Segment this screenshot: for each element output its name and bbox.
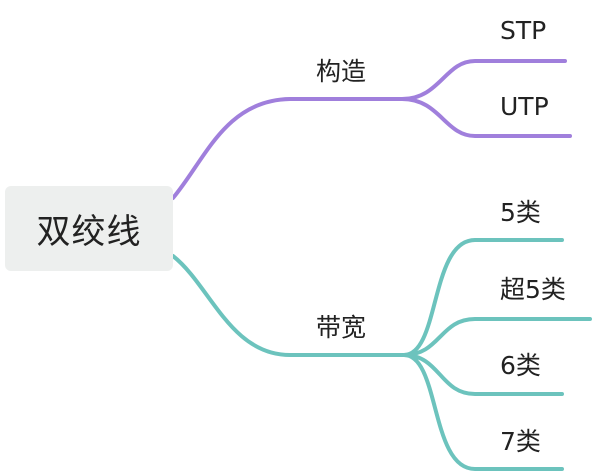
branch-label-structure[interactable]: 构造 (316, 57, 367, 86)
root-node-label: 双绞线 (36, 212, 142, 252)
branch-label-bandwidth[interactable]: 带宽 (316, 313, 367, 342)
connector-bandwidth-to-cat6 (402, 353, 564, 396)
root-node[interactable]: 双绞线 (5, 186, 173, 271)
connector-root-to-bandwidth (171, 254, 406, 357)
connector-bandwidth-to-cat5 (402, 238, 564, 357)
connector-structure-to-stp (400, 59, 567, 101)
leaf-label-cat7[interactable]: 7类 (500, 427, 541, 456)
leaf-label-cat5[interactable]: 5类 (500, 198, 541, 227)
leaf-label-stp[interactable]: STP (500, 16, 547, 45)
connector-bandwidth-to-cat7 (402, 353, 564, 471)
connector-bandwidth-to-cat5e (402, 317, 592, 357)
leaf-label-cat5e[interactable]: 超5类 (500, 275, 566, 304)
branch-structure-lines (171, 59, 572, 200)
leaf-label-utp[interactable]: UTP (500, 92, 549, 121)
branch-bandwidth-lines (171, 238, 592, 471)
connector-structure-to-utp (400, 97, 572, 138)
connector-root-to-structure (171, 97, 404, 200)
leaf-label-cat6[interactable]: 6类 (500, 351, 541, 380)
